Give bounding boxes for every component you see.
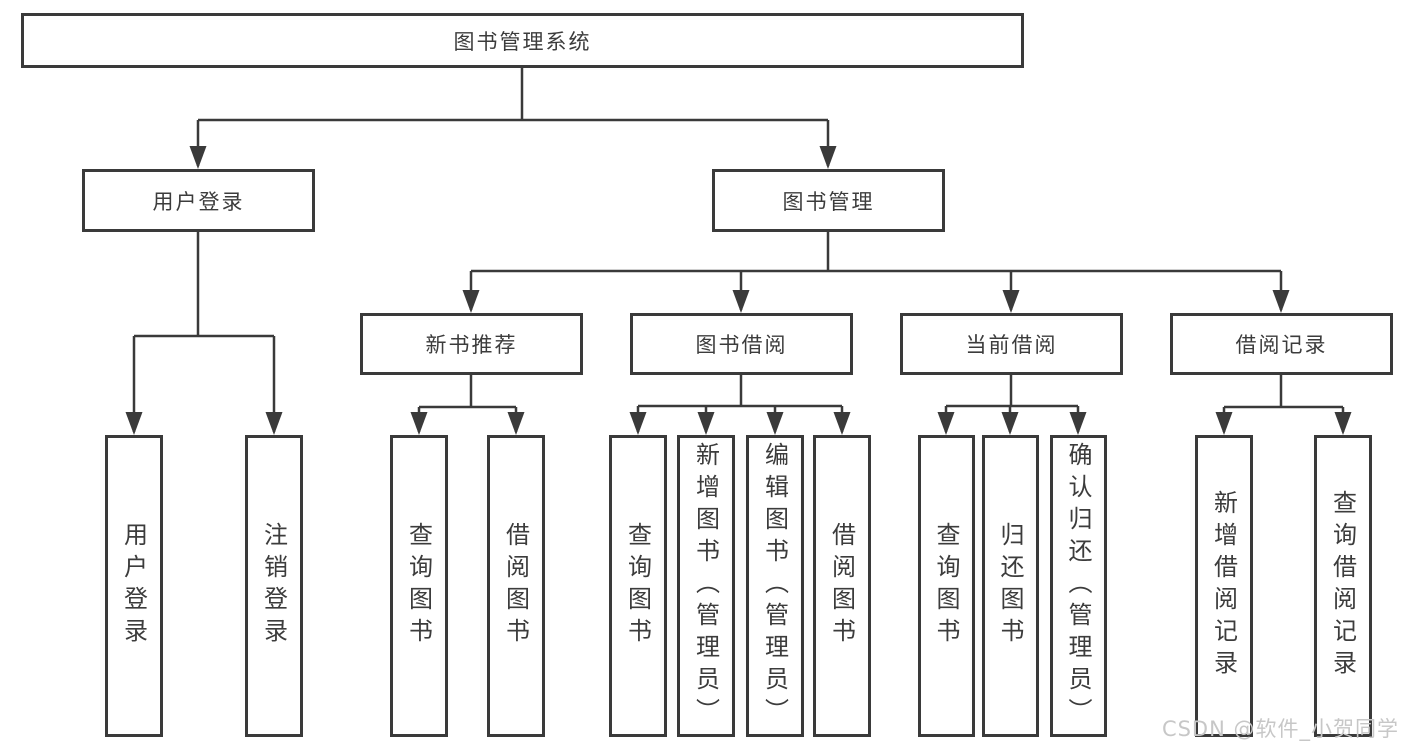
- arrow-icon: [507, 412, 525, 435]
- arrow-icon: [1001, 412, 1019, 435]
- arrow-icon: [629, 412, 647, 435]
- leaf-current-query-book: 查询图书: [918, 435, 975, 737]
- arrow-icon: [833, 412, 851, 435]
- leaf-recommend-borrow-book-label: 借阅图书: [501, 522, 530, 650]
- node-book-management: 图书管理: [712, 169, 945, 232]
- leaf-user-login-label: 用户登录: [119, 522, 148, 650]
- root-node-label: 图书管理系统: [453, 29, 592, 54]
- arrow-icon: [819, 146, 837, 169]
- leaf-return-book-label: 归还图书: [996, 522, 1024, 650]
- arrow-icon: [1215, 412, 1233, 435]
- csdn-watermark: CSDN @软件_小贺同学: [1161, 717, 1399, 741]
- leaf-confirm-return-admin: 确认归还（管理员）: [1050, 435, 1107, 737]
- node-borrow-records-label: 借阅记录: [1235, 333, 1328, 357]
- node-book-borrow-label: 图书借阅: [695, 333, 788, 357]
- arrow-icon: [697, 412, 715, 435]
- leaf-query-borrow-record-label: 查询借阅记录: [1328, 490, 1357, 682]
- leaf-return-book: 归还图书: [982, 435, 1039, 737]
- leaf-recommend-query-book: 查询图书: [390, 435, 448, 737]
- leaf-add-book-admin-label: 新增图书（管理员）: [691, 442, 720, 730]
- leaf-current-query-book-label: 查询图书: [932, 522, 960, 650]
- arrow-icon: [766, 412, 784, 435]
- arrow-icon: [937, 412, 955, 435]
- leaf-add-book-admin: 新增图书（管理员）: [677, 435, 735, 737]
- arrow-icon: [1002, 290, 1020, 313]
- leaf-logout: 注销登录: [245, 435, 303, 737]
- leaf-edit-book-admin: 编辑图书（管理员）: [746, 435, 804, 737]
- node-borrow-records: 借阅记录: [1170, 313, 1393, 375]
- node-user-login: 用户登录: [82, 169, 315, 232]
- leaf-borrow-book-label: 借阅图书: [827, 522, 856, 650]
- leaf-recommend-borrow-book: 借阅图书: [487, 435, 545, 737]
- leaf-borrow-book: 借阅图书: [813, 435, 871, 737]
- leaf-recommend-query-book-label: 查询图书: [404, 522, 433, 650]
- arrow-icon: [125, 412, 143, 435]
- root-node-box: 图书管理系统: [21, 13, 1024, 68]
- arrow-icon: [189, 146, 207, 169]
- node-current-borrow-label: 当前借阅: [965, 333, 1058, 357]
- leaf-logout-label: 注销登录: [259, 522, 288, 650]
- arrow-icon: [410, 412, 428, 435]
- leaf-add-borrow-record-label: 新增借阅记录: [1209, 490, 1238, 682]
- node-new-book-recommend: 新书推荐: [360, 313, 583, 375]
- arrow-icon: [1272, 290, 1290, 313]
- node-book-borrow: 图书借阅: [630, 313, 853, 375]
- arrow-icon: [732, 290, 750, 313]
- leaf-add-borrow-record: 新增借阅记录: [1195, 435, 1253, 737]
- node-new-book-recommend-label: 新书推荐: [425, 333, 518, 357]
- leaf-borrow-query-book-label: 查询图书: [623, 522, 652, 650]
- leaf-edit-book-admin-label: 编辑图书（管理员）: [760, 442, 789, 730]
- arrow-icon: [265, 412, 283, 435]
- leaf-confirm-return-admin-label: 确认归还（管理员）: [1064, 442, 1092, 730]
- arrow-icon: [1334, 412, 1352, 435]
- node-current-borrow: 当前借阅: [900, 313, 1123, 375]
- node-book-management-label: 图书管理: [782, 189, 875, 214]
- leaf-user-login: 用户登录: [105, 435, 163, 737]
- leaf-borrow-query-book: 查询图书: [609, 435, 667, 737]
- node-user-login-label: 用户登录: [152, 189, 245, 214]
- arrow-icon: [462, 290, 480, 313]
- arrow-icon: [1069, 412, 1087, 435]
- leaf-query-borrow-record: 查询借阅记录: [1314, 435, 1372, 737]
